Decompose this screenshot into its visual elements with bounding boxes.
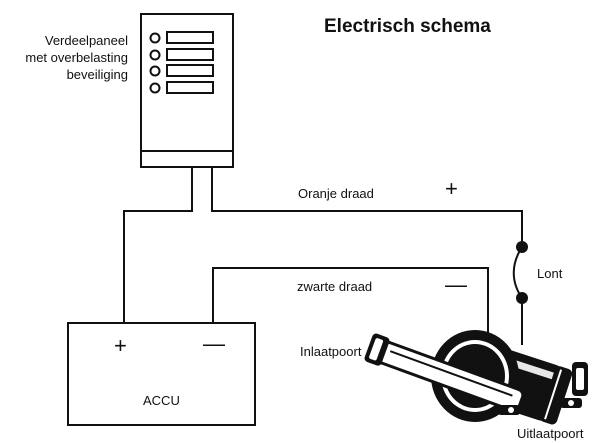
battery-plus: + xyxy=(114,333,127,358)
breaker-indicator xyxy=(149,32,161,44)
battery-label: ACCU xyxy=(143,393,180,408)
outlet-port-hole xyxy=(576,368,584,390)
breaker-switch xyxy=(166,64,214,77)
orange-wire xyxy=(211,167,523,247)
inlet-pipe-line xyxy=(389,350,513,397)
negative-sign: — xyxy=(445,272,467,297)
outlet-label: Uitlaatpoort xyxy=(517,426,584,441)
panel-label-line1: Verdeelpaneel xyxy=(44,33,128,48)
breaker-switch xyxy=(166,31,214,44)
distribution-panel xyxy=(140,13,234,168)
orange-wire-label: Oranje draad xyxy=(298,186,374,201)
breaker-indicator xyxy=(149,82,161,94)
pump-foot-bolt xyxy=(508,407,514,413)
fuse-terminal-bottom xyxy=(516,292,528,304)
panel-to-battery-wire xyxy=(123,167,193,323)
breaker-switch xyxy=(166,48,214,61)
battery-minus: — xyxy=(203,331,225,356)
fuse-label: Lont xyxy=(537,266,563,281)
panel-label-line3: beveiliging xyxy=(66,67,128,82)
breaker-switch xyxy=(166,81,214,94)
battery-box xyxy=(67,322,256,426)
panel-body xyxy=(140,13,234,168)
pump-foot-bolt xyxy=(568,400,574,406)
inlet-nozzle-hole xyxy=(369,338,384,361)
fuse-wire xyxy=(512,246,523,299)
black-wire xyxy=(212,267,489,340)
inlet-label: Inlaatpoort xyxy=(300,344,362,359)
positive-sign: + xyxy=(445,176,458,201)
motor-cap-line xyxy=(544,369,563,420)
panel-label: Verdeelpaneel met overbelasting beveilig… xyxy=(0,32,128,83)
diagram-title: Electrisch schema xyxy=(324,16,491,37)
panel-label-line2: met overbelasting xyxy=(25,50,128,65)
black-wire-label: zwarte draad xyxy=(297,279,373,294)
breaker-indicator xyxy=(149,49,161,61)
fuse-terminal-top xyxy=(516,241,528,253)
pump-illustration xyxy=(364,330,588,425)
breaker-indicator xyxy=(149,65,161,77)
